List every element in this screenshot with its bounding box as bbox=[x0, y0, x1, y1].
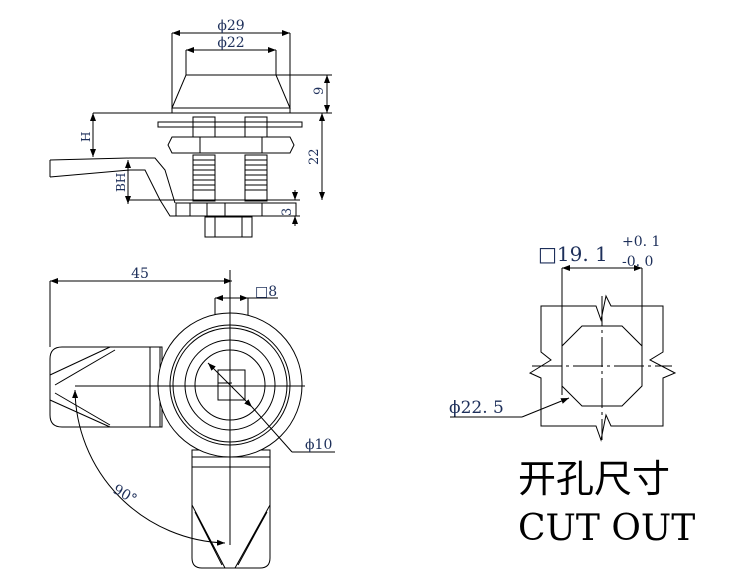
side-view bbox=[49, 30, 332, 238]
dim-dia-22: ϕ22 bbox=[217, 35, 244, 51]
cutout-title-en: CUT OUT bbox=[518, 508, 695, 549]
dim-h: H bbox=[79, 132, 93, 142]
cutout-dia: ϕ22. 5 bbox=[449, 398, 504, 418]
dim-9: 9 bbox=[312, 87, 327, 95]
cutout-view bbox=[450, 265, 677, 442]
dim-bh: BH bbox=[114, 173, 128, 192]
angle-90: 90° bbox=[110, 482, 140, 508]
dim-dia-29: ϕ29 bbox=[217, 18, 244, 34]
cutout-title-cn: 开孔尺寸 bbox=[518, 457, 670, 501]
dim-dia-10: ϕ10 bbox=[305, 437, 332, 453]
top-view bbox=[49, 270, 335, 569]
dim-22: 22 bbox=[307, 148, 322, 165]
dim-3: 3 bbox=[280, 208, 295, 216]
tolerance-minus: -0. 0 bbox=[622, 254, 653, 270]
dim-45: 45 bbox=[131, 266, 149, 282]
cutout-square-dim: □19. 1 bbox=[538, 242, 608, 266]
tolerance-plus: +0. 1 bbox=[622, 234, 660, 250]
dim-square-8: □8 bbox=[255, 284, 277, 300]
